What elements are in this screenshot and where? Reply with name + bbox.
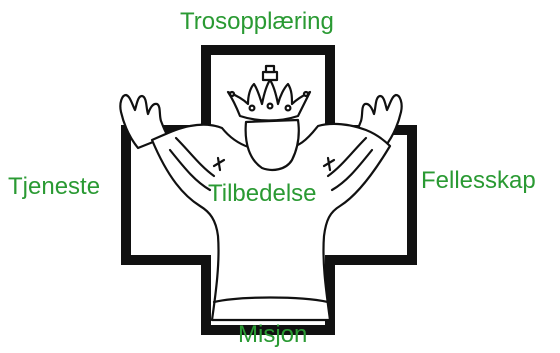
- label-trosopplaering: Trosopplæring: [180, 10, 334, 34]
- label-tjeneste: Tjeneste: [8, 175, 100, 199]
- label-fellesskap: Fellesskap: [421, 169, 536, 193]
- crown-icon: [228, 66, 310, 121]
- label-tilbedelse: Tilbedelse: [208, 182, 317, 206]
- label-misjon: Misjon: [238, 323, 307, 347]
